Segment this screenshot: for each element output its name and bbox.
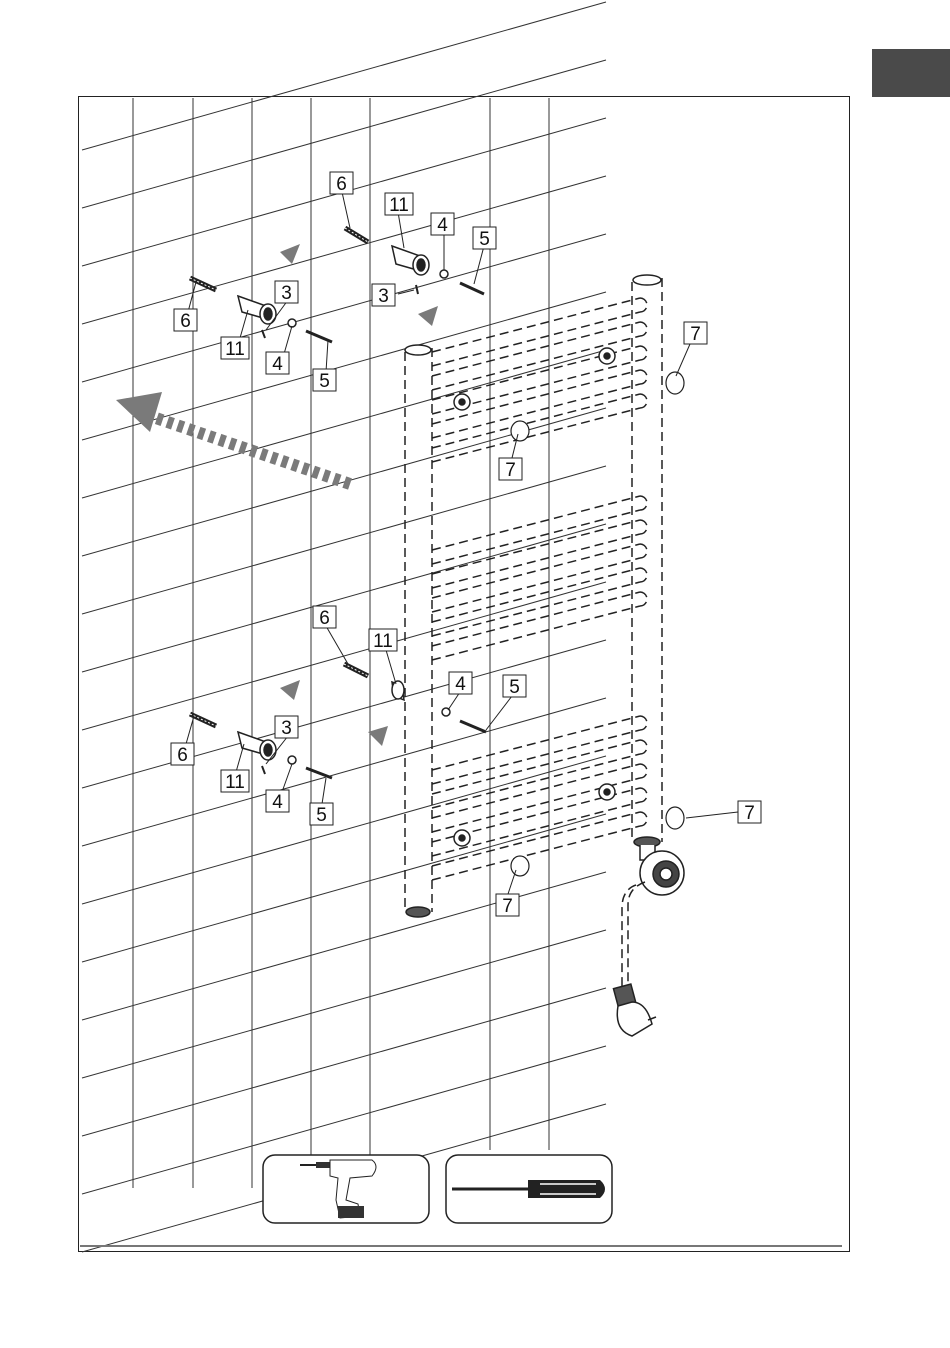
callout-number: 4: [437, 215, 448, 236]
callout-number: 6: [180, 311, 191, 332]
radiator-rung-end: [640, 496, 647, 510]
callout-number: 11: [225, 339, 245, 360]
wall-grid-slant: [82, 814, 606, 962]
large-mounting-arrow: [116, 392, 350, 484]
cover-caps: [511, 372, 684, 876]
callout-number: 4: [272, 354, 283, 375]
callout-number: 7: [502, 896, 513, 917]
wall-grid-slant: [82, 234, 606, 382]
radiator: [405, 278, 662, 912]
wall-grid-slant: [82, 2, 606, 150]
leader-lines: [186, 192, 738, 894]
tool-box-screwdriver: [446, 1155, 612, 1223]
radiator-rung-end: [640, 394, 647, 408]
callout-number: 5: [509, 677, 520, 698]
callout-number: 11: [373, 631, 393, 652]
wall-grid-slant: [82, 872, 606, 1020]
radiator-rung: [432, 716, 640, 784]
radiator-rung-end: [640, 544, 647, 558]
callout-number: 3: [281, 283, 292, 304]
radiator-rung-end: [640, 764, 647, 778]
callout-number: 4: [272, 792, 283, 813]
wall-grid-slant: [82, 698, 606, 846]
callout-number: 6: [177, 745, 188, 766]
callout-number: 7: [505, 460, 516, 481]
callout-number: 7: [744, 803, 755, 824]
fixings-lower: [190, 664, 486, 778]
radiator-rung-end: [640, 788, 647, 802]
heating-element: [622, 845, 684, 990]
radiator-rung-end: [640, 370, 647, 384]
callout-number: 5: [479, 229, 490, 250]
callout-number: 11: [389, 195, 409, 216]
callout-number: 5: [319, 371, 330, 392]
wall-grid-slant: [82, 176, 606, 324]
radiator-rung: [432, 520, 640, 588]
callout-number: 3: [281, 718, 292, 739]
wall-grid-slant: [82, 640, 606, 788]
wall-grid-slant: [82, 756, 606, 904]
callout-number: 3: [378, 286, 389, 307]
wall-grid-slant: [82, 988, 606, 1136]
radiator-rung-end: [640, 568, 647, 582]
callout-number: 11: [225, 772, 245, 793]
callout-number: 5: [316, 805, 327, 826]
radiator-rung-end: [640, 740, 647, 754]
radiator-rung-end: [640, 346, 647, 360]
callout-number: 4: [455, 674, 466, 695]
fixings-upper: [190, 228, 484, 342]
radiator-rung-end: [640, 520, 647, 534]
radiator-rung-end: [640, 298, 647, 312]
wall-grid-slant: [82, 930, 606, 1078]
tool-box-drill: [263, 1155, 429, 1223]
callout-labels: 6 11 4 5 3 6 3 11 4 5 7 7 6 11 4 5 6 3 11 4 5 7 7: [171, 172, 761, 917]
radiator-rung-end: [640, 812, 647, 826]
callout-number: 6: [336, 174, 347, 195]
radiator-rung-end: [640, 716, 647, 730]
radiator-rung-end: [640, 592, 647, 606]
callout-number: 6: [319, 608, 330, 629]
wall-grid-slant: [82, 582, 606, 730]
radiator-rung-end: [640, 322, 647, 336]
power-plug-icon: [613, 984, 656, 1036]
callout-number: 7: [690, 324, 701, 345]
